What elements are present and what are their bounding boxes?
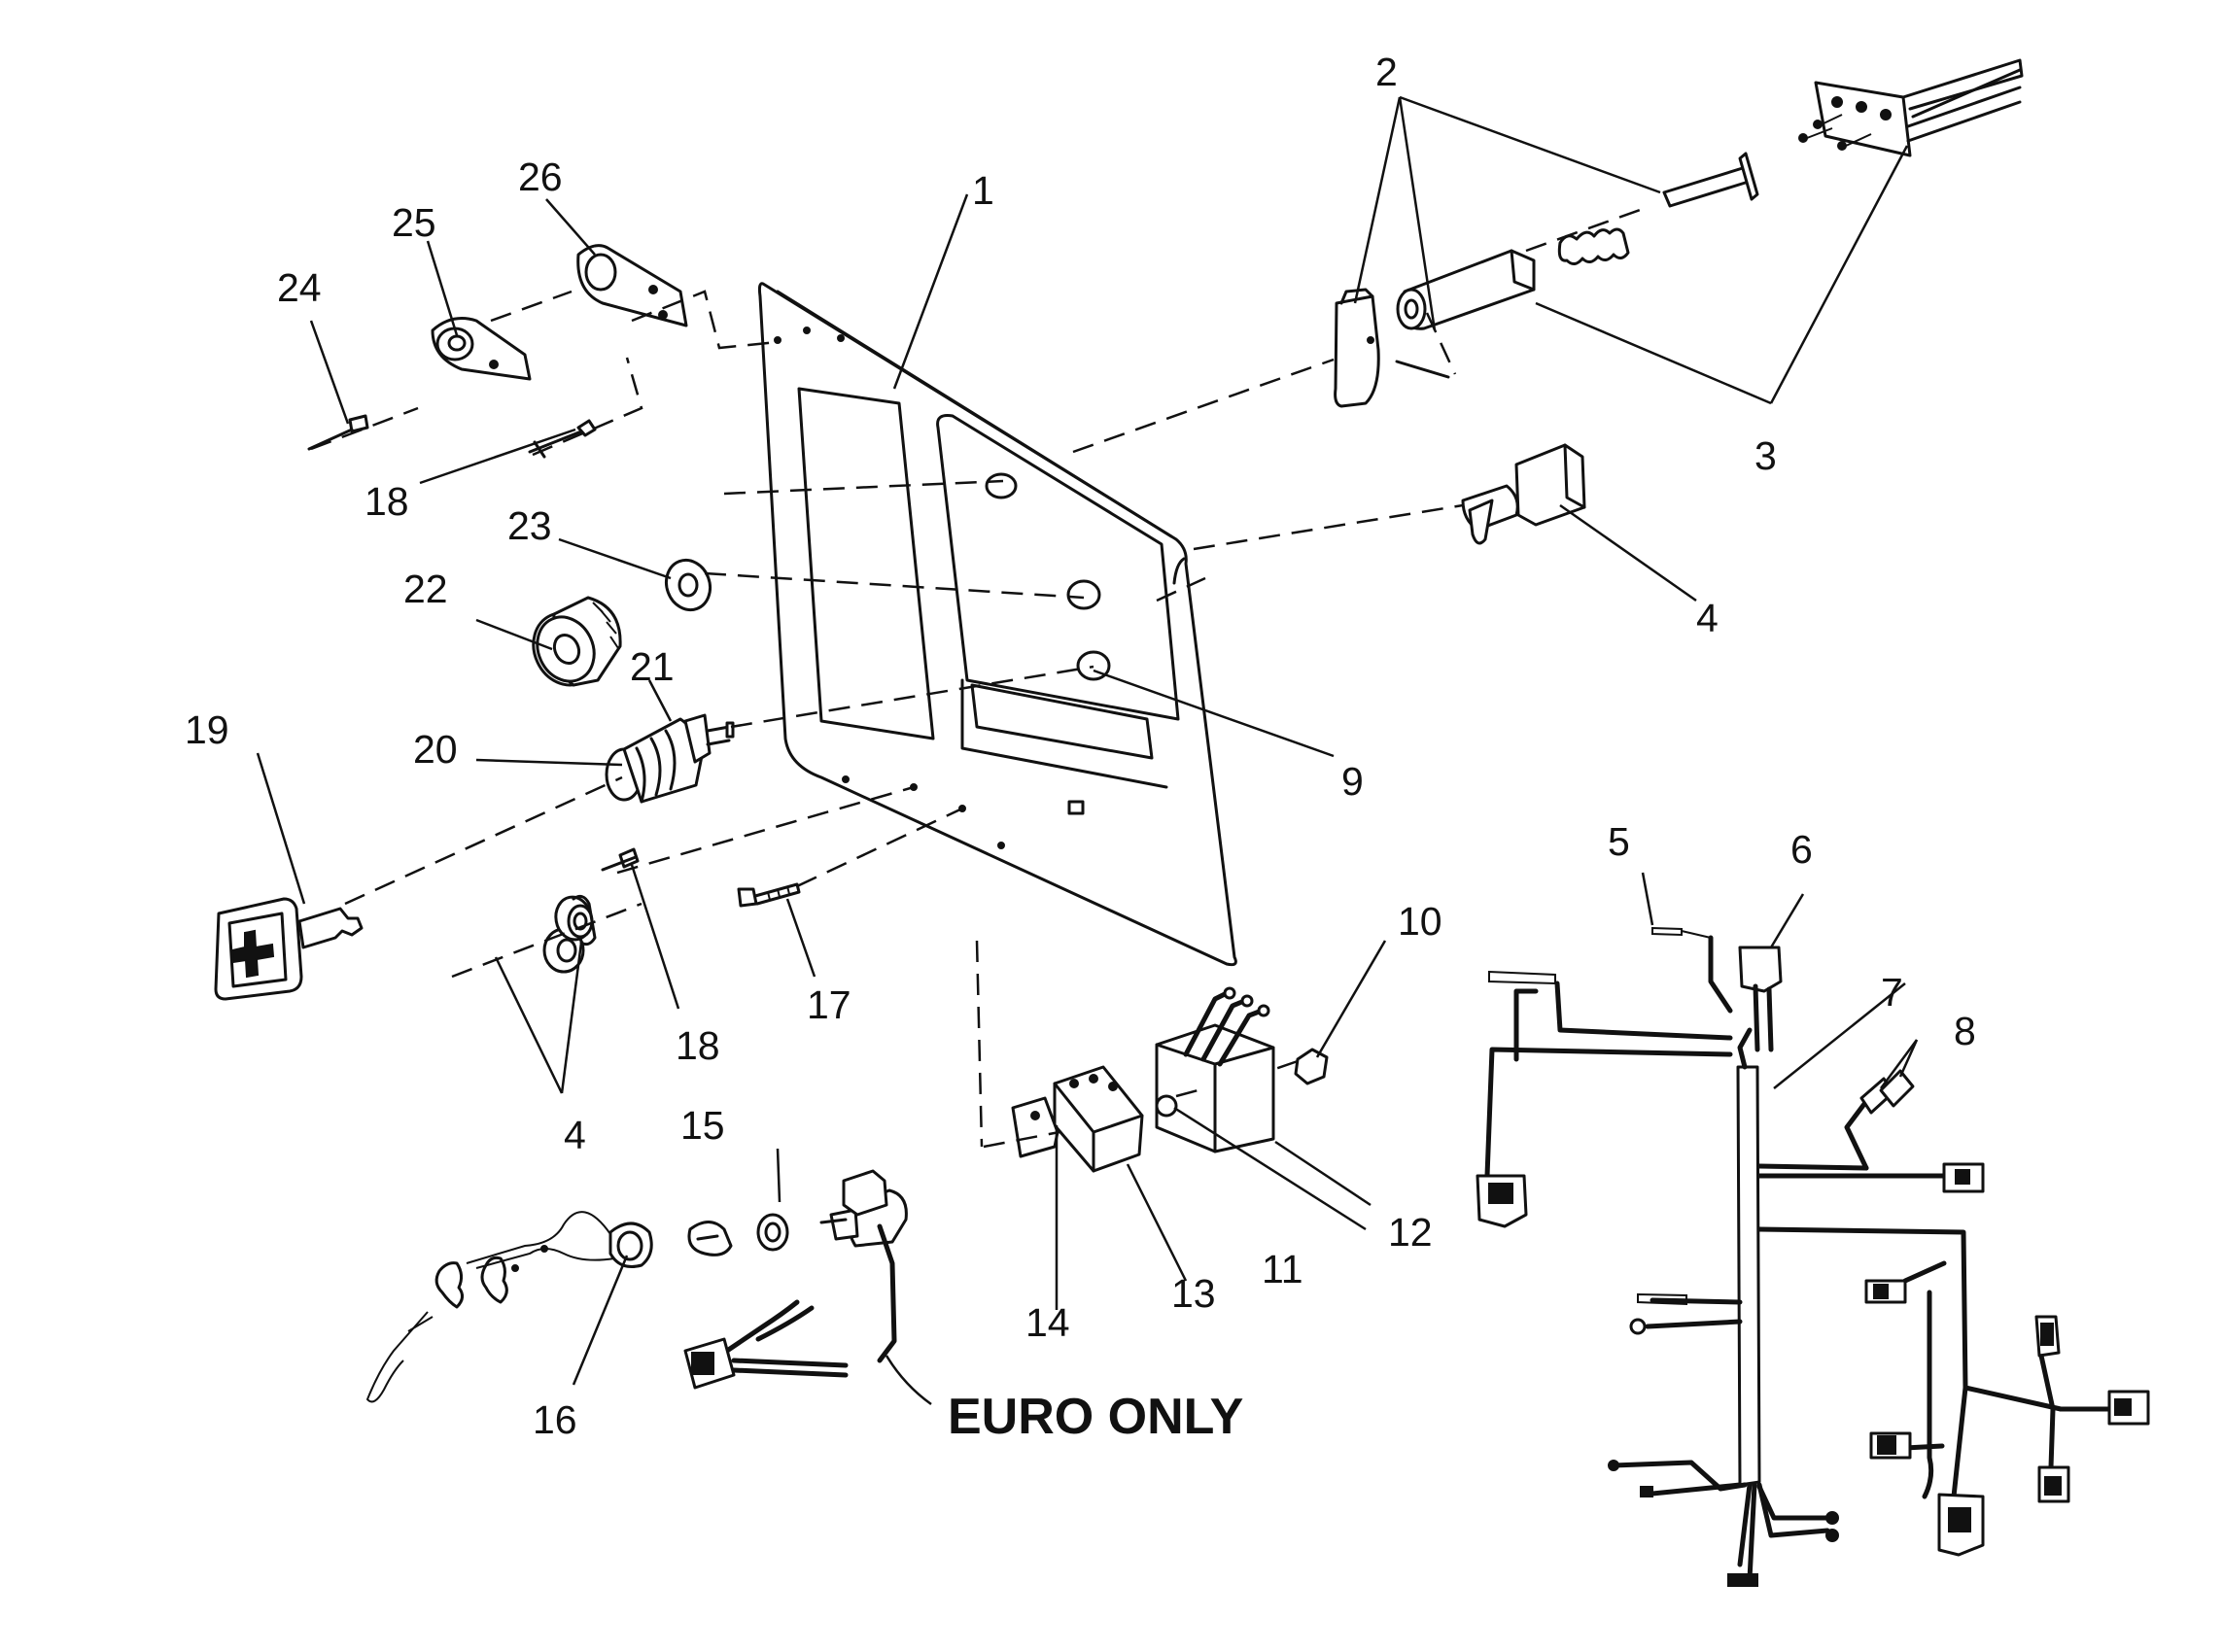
- toggle-switch: [1461, 443, 1586, 545]
- dash-panel: [757, 282, 1237, 967]
- callout-14: 14: [1025, 1300, 1070, 1345]
- callout-23: 23: [507, 503, 552, 548]
- ignition-switch: [605, 713, 735, 804]
- leader-lines: [256, 95, 1919, 1406]
- callout-20: 20: [413, 727, 458, 772]
- switch-nuts: [542, 894, 597, 974]
- callout-19: 19: [185, 707, 229, 752]
- callout-3: 3: [1754, 433, 1777, 478]
- callout-6: 6: [1790, 827, 1813, 872]
- bracket-assembly: [307, 244, 688, 451]
- lock-washer: [664, 558, 712, 612]
- callout-2: 2: [1375, 50, 1398, 94]
- callout-labels: 1 2 3 4 4 5 6 7 8 9 10 11 12 13 14 15 16…: [185, 50, 1976, 1445]
- euro-switch: [683, 1169, 897, 1390]
- callout-10: 10: [1398, 899, 1442, 944]
- callout-11: 11: [1262, 1247, 1303, 1291]
- plunger-assembly: [1334, 58, 2024, 408]
- ignition-key: [214, 897, 364, 1001]
- callout-15: 15: [680, 1103, 725, 1148]
- alignment-lines: [310, 207, 1644, 1149]
- callout-9: 9: [1341, 759, 1364, 804]
- callout-5: 5: [1608, 819, 1630, 864]
- ignition-nut: [532, 596, 622, 687]
- euro-only-note: EURO ONLY: [948, 1389, 1243, 1445]
- callout-24: 24: [277, 265, 322, 310]
- callout-17: 17: [807, 982, 851, 1027]
- panel-screws: [528, 419, 801, 908]
- regulator-block: [1155, 986, 1329, 1153]
- callout-16: 16: [533, 1397, 577, 1442]
- callout-22: 22: [403, 567, 448, 611]
- callout-12: 12: [1388, 1210, 1433, 1255]
- callout-18-upper: 18: [365, 479, 409, 524]
- terminal-strip: [1011, 1065, 1144, 1173]
- callout-25: 25: [392, 200, 436, 245]
- callout-4-nuts: 4: [564, 1113, 586, 1157]
- callout-18-lower: 18: [676, 1023, 720, 1068]
- callout-1: 1: [972, 168, 994, 213]
- callout-13: 13: [1171, 1271, 1216, 1316]
- callout-4-toggle: 4: [1696, 596, 1719, 640]
- callout-8: 8: [1954, 1009, 1976, 1053]
- wiring-harness: [1476, 926, 2150, 1587]
- callout-21: 21: [630, 644, 675, 689]
- callout-26: 26: [518, 155, 563, 199]
- tether-switch: [365, 1188, 908, 1403]
- callout-7: 7: [1881, 970, 1903, 1015]
